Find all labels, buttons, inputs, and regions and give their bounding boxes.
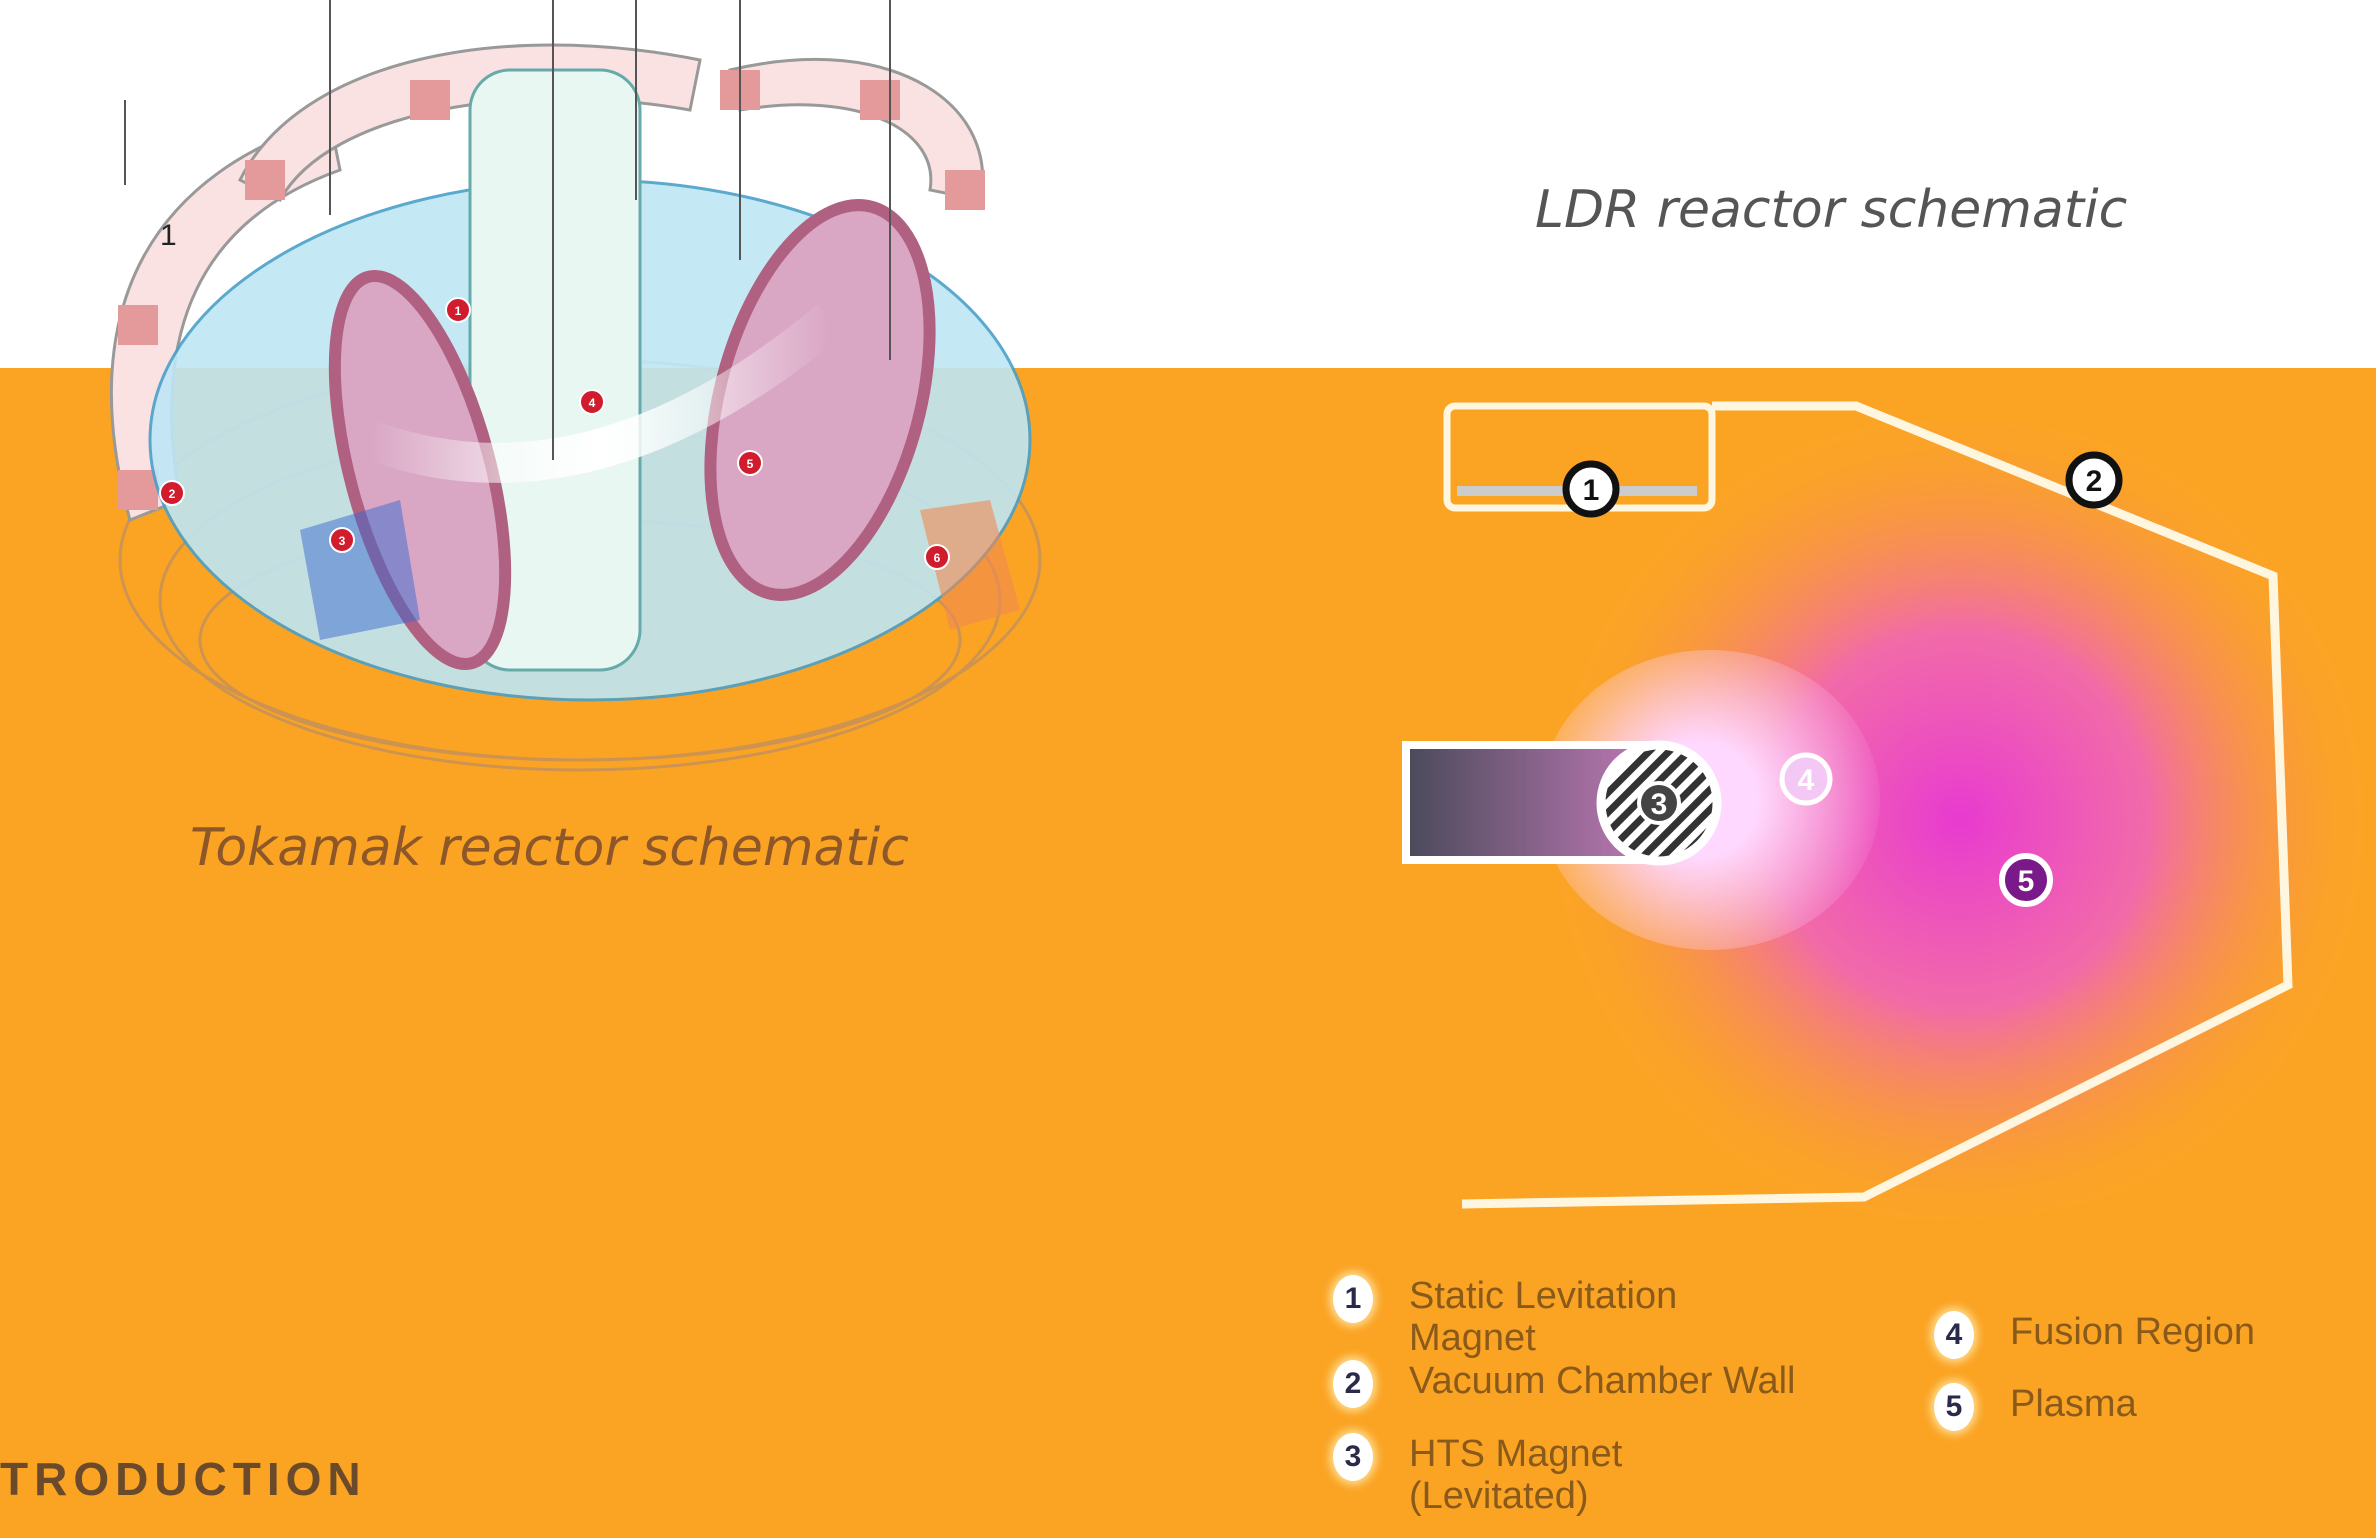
tokamak-caption: Tokamak reactor schematic: [190, 818, 909, 878]
legend-badge: 5: [1934, 1383, 1974, 1431]
plasma-glow: [1420, 420, 2376, 1220]
ldr-marker-4: 4: [1798, 764, 1815, 797]
legend-badge: 1: [1333, 1275, 1373, 1323]
ldr-marker-1: 1: [1583, 474, 1600, 507]
tokamak-marker: 5: [747, 457, 754, 471]
ldr-illustration: 1 2 3 4 5: [1402, 401, 2376, 1220]
ldr-marker-2: 2: [2086, 465, 2103, 498]
legend-item: 5 Plasma: [1934, 1383, 2376, 1431]
legend-item: 3 HTS Magnet (Levitated): [1333, 1433, 1669, 1517]
tokamak-marker: 2: [169, 487, 176, 501]
tokamak-label: 1: [160, 219, 177, 252]
legend-item: 2 Vacuum Chamber Wall: [1333, 1360, 1849, 1408]
legend-item: 1 Static Levitation Magnet: [1333, 1275, 1769, 1359]
legend-label: HTS Magnet (Levitated): [1409, 1433, 1623, 1517]
tokamak-marker: 4: [589, 396, 596, 410]
legend-label: Static Levitation Magnet: [1409, 1275, 1678, 1359]
ldr-caption: LDR reactor schematic: [1535, 180, 2128, 240]
legend-label: Fusion Region: [2010, 1311, 2256, 1353]
ldr-marker-5: 5: [2018, 865, 2035, 898]
tokamak-marker: 3: [339, 534, 346, 548]
tokamak-illustration: 1 2 3 4 5 6 1: [109, 0, 1042, 772]
legend-item: 4 Fusion Region: [1934, 1311, 2376, 1359]
section-heading: TRODUCTION: [0, 1453, 367, 1505]
vacuum-chamber-wall: [1461, 401, 2293, 1209]
ldr-marker-3: 3: [1651, 788, 1668, 821]
legend-label: Vacuum Chamber Wall: [1409, 1360, 1796, 1402]
tokamak-marker: 1: [455, 304, 462, 318]
legend-badge: 2: [1333, 1360, 1373, 1408]
legend-label: Plasma: [2010, 1383, 2137, 1425]
legend-badge: 4: [1934, 1311, 1974, 1359]
legend-badge: 3: [1333, 1433, 1373, 1481]
tokamak-marker: 6: [934, 551, 941, 565]
